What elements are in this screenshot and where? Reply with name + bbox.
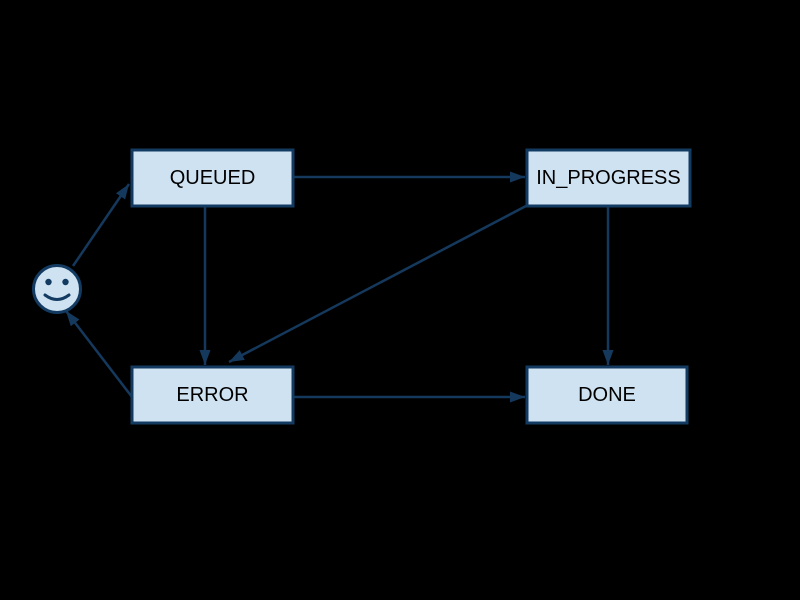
node-error: ERROR (130, 365, 295, 425)
start-node (32, 264, 82, 314)
node-queued: QUEUED (130, 148, 295, 208)
node-done: DONE (525, 365, 689, 425)
node-error-label: ERROR (176, 384, 248, 406)
edge-error-to-start (65, 310, 133, 398)
smiley-right-eye (62, 278, 69, 286)
edge-in-progress-to-error (228, 204, 527, 364)
edge-start-to-queued (71, 183, 131, 267)
node-queued-label: QUEUED (170, 167, 256, 189)
node-in-progress: IN_PROGRESS (525, 148, 692, 208)
smiley-mouth (43, 293, 71, 301)
node-done-label: DONE (578, 384, 636, 406)
smiley-face-icon (32, 264, 82, 314)
smiley-left-eye (45, 278, 52, 286)
node-in-progress-label: IN_PROGRESS (536, 167, 680, 189)
